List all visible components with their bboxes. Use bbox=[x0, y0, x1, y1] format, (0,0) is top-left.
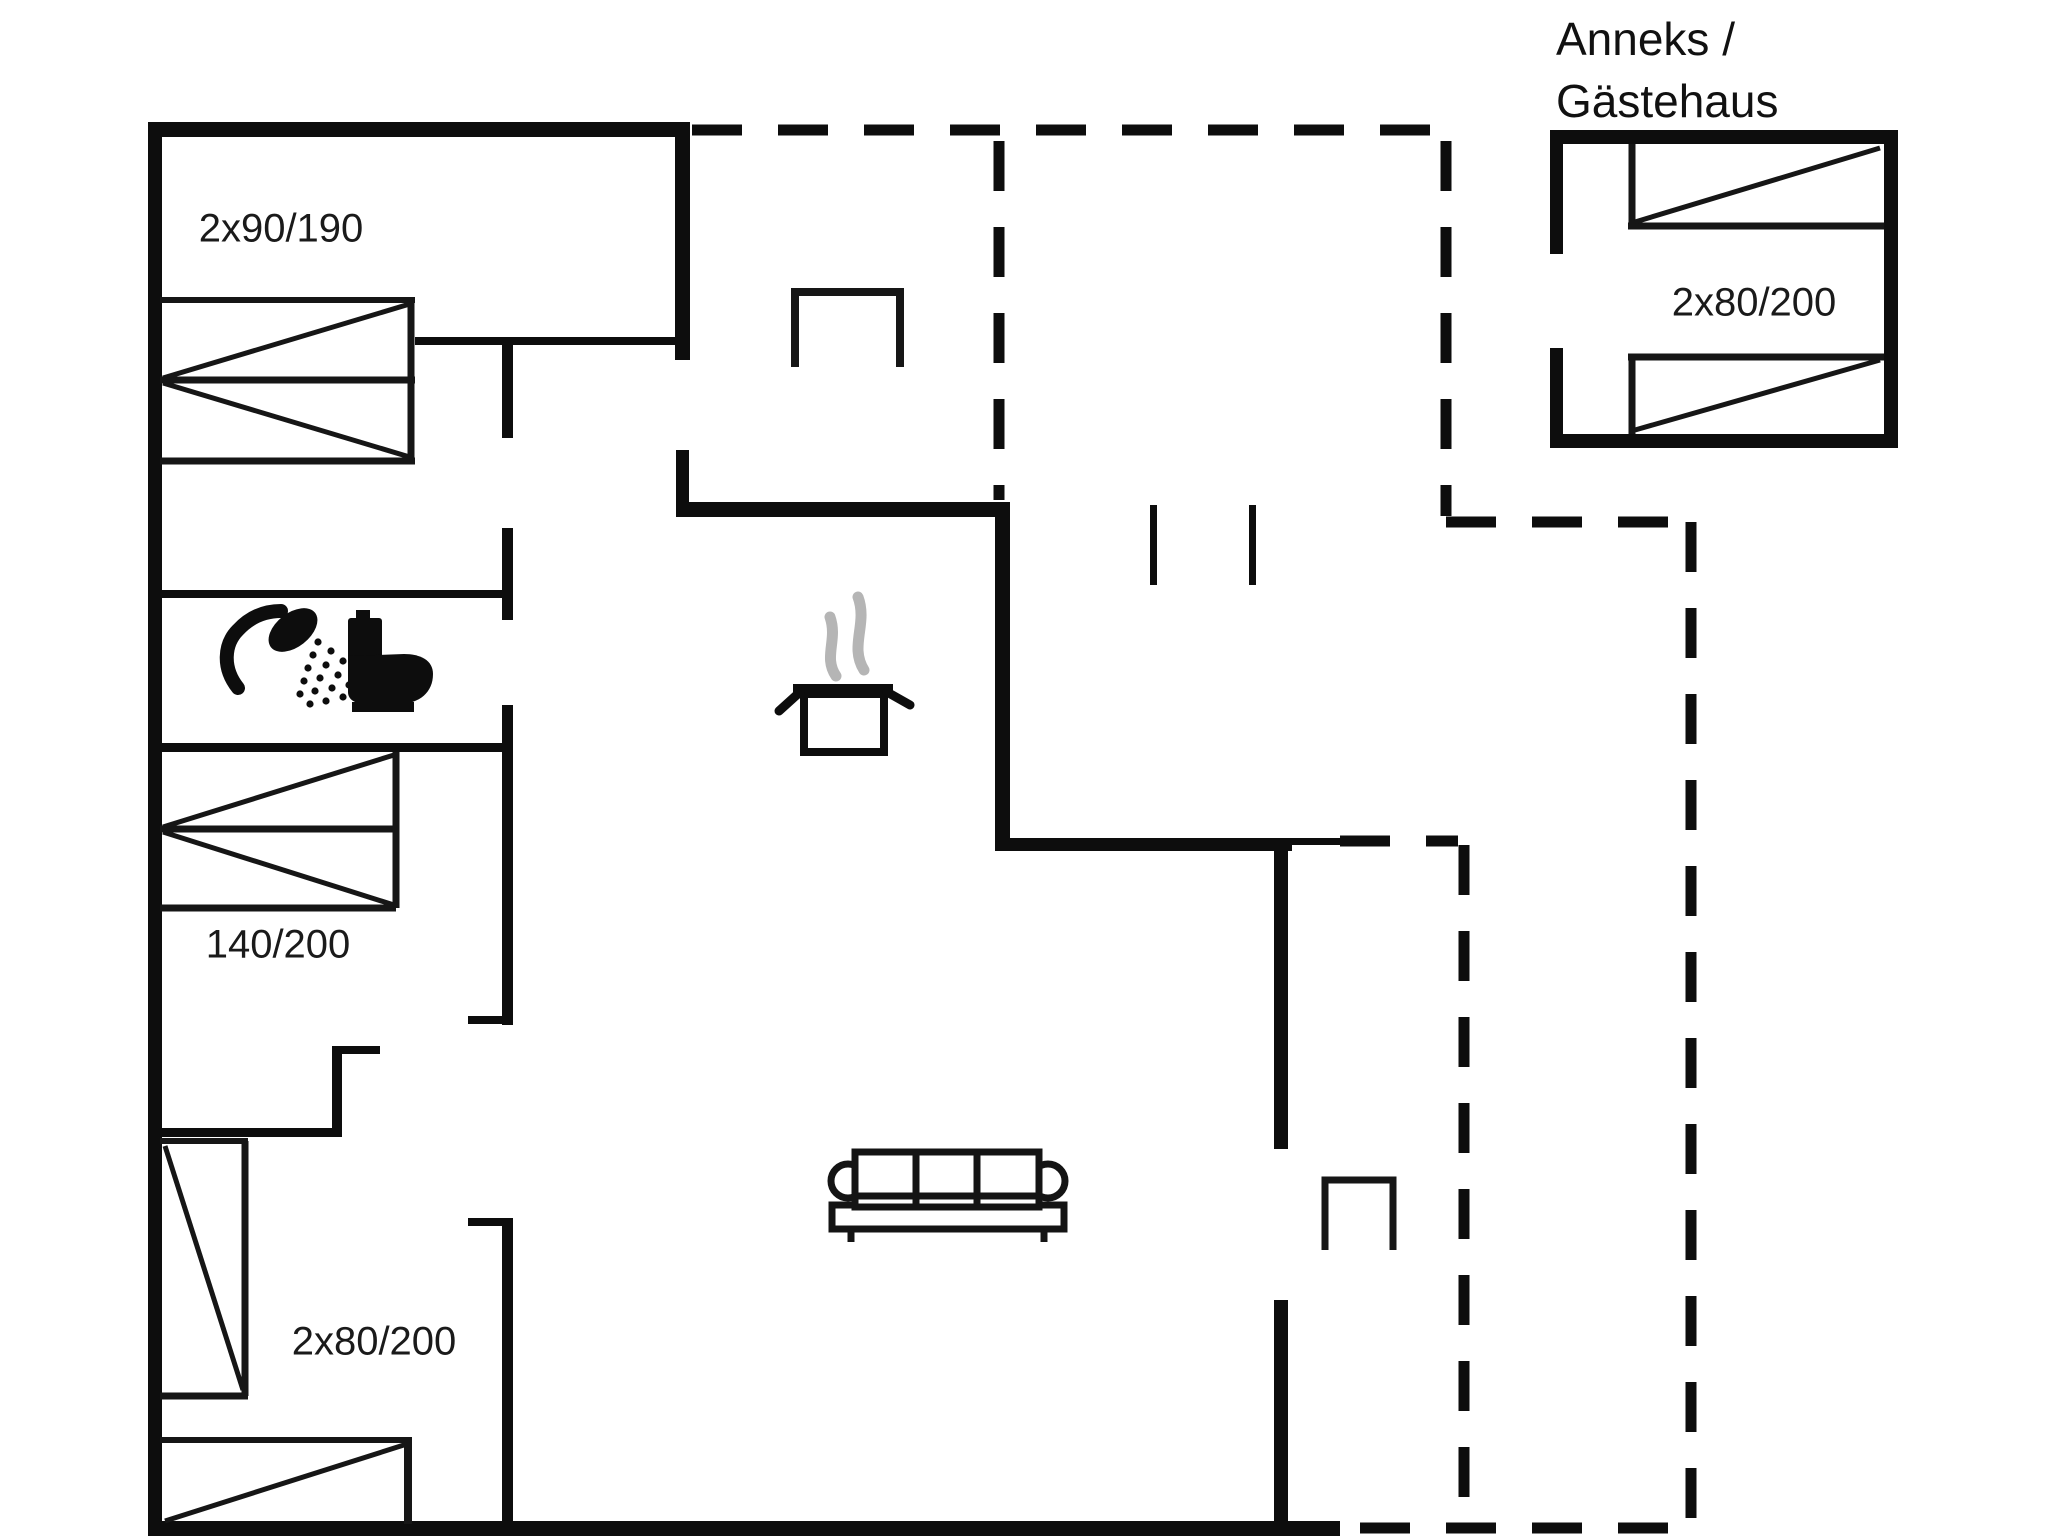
stove-pot-icon bbox=[774, 591, 915, 756]
wall-segment bbox=[1550, 130, 1898, 144]
steam-icon bbox=[824, 591, 870, 682]
dashed-outline-layer bbox=[692, 124, 1697, 1534]
wall-segment bbox=[1550, 348, 1563, 448]
annex-title-line2: Gästehaus bbox=[1556, 75, 1779, 127]
wall-segment bbox=[468, 1218, 508, 1226]
side-table bbox=[791, 288, 904, 367]
wall-segment bbox=[1274, 1300, 1288, 1526]
shower-hose bbox=[219, 604, 288, 695]
wall-segment bbox=[1249, 505, 1256, 585]
pot-rim bbox=[793, 684, 893, 694]
wall-segment bbox=[160, 590, 510, 598]
bed-frame-line bbox=[162, 380, 414, 461]
annex-title-line1: Anneks / bbox=[1556, 13, 1735, 65]
bed-frame-line bbox=[162, 752, 395, 830]
bed-symbols-layer bbox=[160, 144, 1884, 1524]
bed-frame-line bbox=[1634, 357, 1881, 433]
table-symbols-layer bbox=[791, 288, 1397, 1250]
pot-body bbox=[800, 690, 888, 756]
wall-segment bbox=[502, 1218, 513, 1526]
walls-layer bbox=[148, 122, 1898, 1536]
wall-segment bbox=[148, 122, 690, 137]
toilet-bowl bbox=[348, 654, 433, 704]
wall-segment bbox=[160, 1128, 334, 1137]
wall-segment bbox=[148, 1521, 1340, 1536]
wall-segment bbox=[1550, 130, 1563, 254]
bed-frame-line bbox=[162, 829, 395, 908]
wall-segment bbox=[160, 743, 510, 752]
bed-frame-line bbox=[162, 300, 414, 381]
wall-segment bbox=[1274, 845, 1288, 1149]
shower-head bbox=[268, 608, 318, 652]
bedroom3-bed-size-label: 2x80/200 bbox=[291, 1319, 457, 1364]
wall-segment bbox=[468, 1016, 508, 1024]
bed-frame-line bbox=[164, 1441, 408, 1524]
bedroom2-bed-size-label: 140/200 bbox=[205, 922, 351, 967]
toilet-icon bbox=[348, 610, 433, 712]
bedroom1-bed-size-label: 2x90/190 bbox=[198, 206, 364, 251]
wall-segment bbox=[148, 122, 162, 1536]
wall-segment bbox=[1150, 505, 1157, 585]
toilet-tank bbox=[348, 618, 382, 660]
wall-segment bbox=[332, 1046, 380, 1054]
bed-frame-line bbox=[1634, 145, 1881, 225]
annex-bed-size-label: 2x80/200 bbox=[1671, 280, 1837, 325]
wall-segment bbox=[995, 502, 1010, 838]
wall-segment bbox=[676, 502, 1010, 517]
wall-segment bbox=[676, 450, 689, 510]
wall-segment bbox=[502, 528, 513, 620]
wall-segment bbox=[1884, 130, 1898, 448]
wall-segment bbox=[995, 838, 1292, 851]
wall-segment bbox=[415, 337, 680, 345]
wall-segment bbox=[1292, 838, 1340, 845]
pot-handle-left bbox=[774, 687, 805, 716]
toilet-base bbox=[352, 702, 414, 712]
sofa bbox=[827, 1148, 1069, 1242]
shower-icon bbox=[219, 604, 358, 708]
pot-handle-right bbox=[882, 687, 915, 710]
side-table bbox=[1321, 1176, 1397, 1250]
bed-frame-line bbox=[162, 1145, 246, 1391]
wall-segment bbox=[332, 1046, 342, 1137]
wall-segment bbox=[502, 338, 513, 438]
wall-segment bbox=[502, 705, 513, 1025]
wall-segment bbox=[675, 122, 690, 360]
annex-title: Anneks / Gästehaus bbox=[1556, 8, 1778, 132]
wall-segment bbox=[1550, 434, 1898, 448]
toilet-flush-button bbox=[356, 610, 370, 620]
